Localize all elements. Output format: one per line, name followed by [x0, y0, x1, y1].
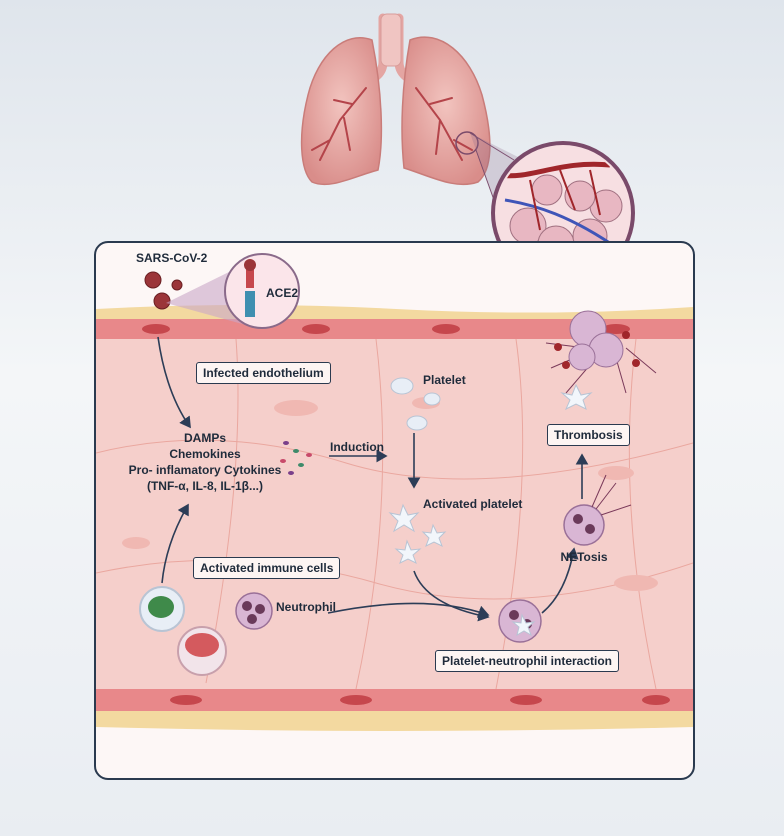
arrow-neutrophil-to-interaction [327, 602, 490, 618]
platelets [390, 377, 441, 431]
arrow-interaction-to-netosis [541, 547, 579, 614]
cytokines-label: Pro- inflamatory Cytokines [129, 463, 282, 477]
netosis-cell [563, 474, 632, 546]
right-lung [401, 36, 491, 186]
netosis-label: NETosis [560, 550, 607, 564]
cytokine-particles [280, 441, 312, 475]
ace2-label: ACE2 [266, 286, 298, 300]
arrow-endothelium-to-cytokines [157, 336, 191, 429]
arrow-immune-to-cytokines [161, 503, 189, 584]
neutrophil-label: Neutrophil [276, 600, 336, 614]
activated-immune-cells-box: Activated immune cells [193, 557, 341, 579]
vessel-panel: SARS-CoV-2 ACE2 [94, 241, 695, 780]
left-lung [300, 37, 383, 186]
activated-platelets [388, 503, 447, 565]
induction-label: Induction [330, 440, 384, 454]
vessel-diagram: SARS-CoV-2 ACE2 [96, 251, 693, 731]
ace2-magnifier [166, 253, 300, 329]
platelet-neutrophil-interaction-box: Platelet-neutrophil interaction [435, 650, 620, 672]
arrow-activated-to-interaction [413, 570, 490, 622]
thrombosis-box: Thrombosis [547, 424, 630, 446]
lungs-illustration [300, 13, 635, 285]
immune-cell-green [139, 586, 185, 632]
virus-icons [144, 271, 183, 310]
immune-cell-red [177, 626, 227, 676]
virus-label: SARS-CoV-2 [136, 251, 208, 265]
neutrophil-cell [235, 592, 273, 630]
platelet-neutrophil-complex [498, 599, 542, 643]
cytokine-list-label: (TNF-α, IL-8, IL-1β...) [147, 479, 263, 493]
platelet-label: Platelet [423, 373, 466, 387]
activated-platelet-label: Activated platelet [423, 497, 522, 511]
damps-label: DAMPs [184, 431, 226, 445]
chemokines-label: Chemokines [169, 447, 241, 461]
thrombus [545, 310, 657, 411]
infected-endothelium-box: Infected endothelium [196, 362, 331, 384]
